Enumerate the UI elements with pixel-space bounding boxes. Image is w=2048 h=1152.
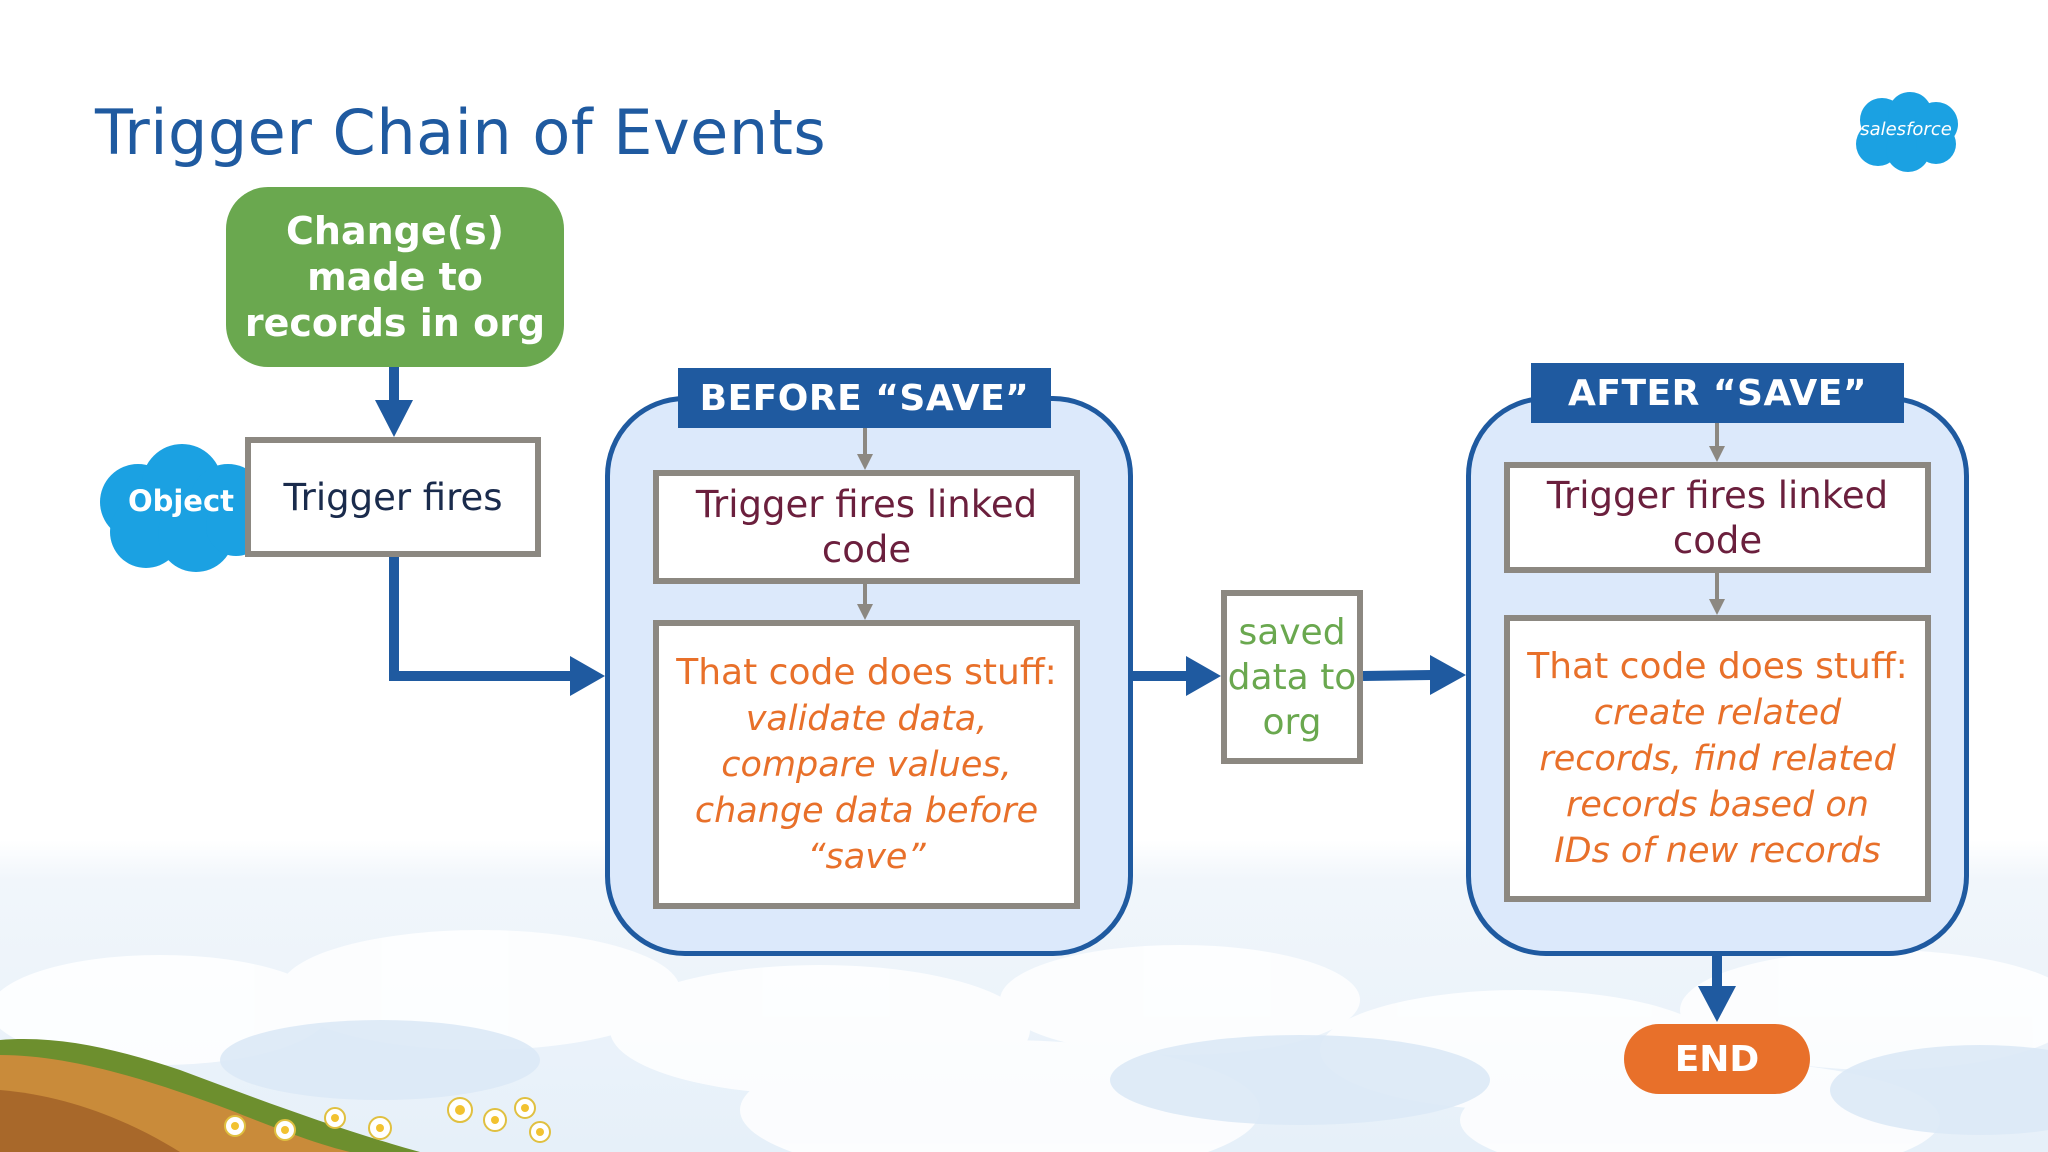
trigger-fires-node: Trigger fires (245, 437, 541, 557)
arrow-before-to-saved (1128, 656, 1221, 696)
salesforce-logo: salesforce (1848, 90, 1964, 174)
end-node: END (1624, 1024, 1810, 1094)
arrow-start-to-trigger (375, 367, 413, 437)
before-save-header: BEFORE “SAVE” (678, 368, 1051, 428)
after-save-header: AFTER “SAVE” (1531, 363, 1904, 423)
logo-text: salesforce (1860, 119, 1952, 140)
arrow-after-to-end (1698, 955, 1736, 1022)
before-code-actions-node: That code does stuff: validate data, com… (653, 620, 1080, 909)
after-linked-code-text: Trigger fires linked code (1546, 473, 1889, 562)
arrow-saved-to-after (1362, 655, 1466, 695)
arrow-trigger-to-before (389, 557, 605, 696)
after-code-actions-lead: That code does stuff: (1527, 645, 1908, 687)
after-code-actions-node: That code does stuff: create related rec… (1504, 615, 1931, 902)
before-code-actions-detail: validate data, compare values, change da… (694, 698, 1039, 877)
start-node: Change(s) made to records in org (226, 187, 564, 367)
before-code-actions-lead: That code does stuff: (676, 651, 1057, 693)
after-linked-code-node: Trigger fires linked code (1504, 462, 1931, 573)
before-linked-code-node: Trigger fires linked code (653, 470, 1080, 584)
object-label: Object (127, 484, 235, 518)
before-linked-code-text: Trigger fires linked code (695, 483, 1038, 571)
after-code-actions-detail: create related records, find related rec… (1539, 692, 1896, 871)
slide-title: Trigger Chain of Events (95, 96, 827, 169)
saved-data-node: saved data to org (1221, 590, 1363, 764)
